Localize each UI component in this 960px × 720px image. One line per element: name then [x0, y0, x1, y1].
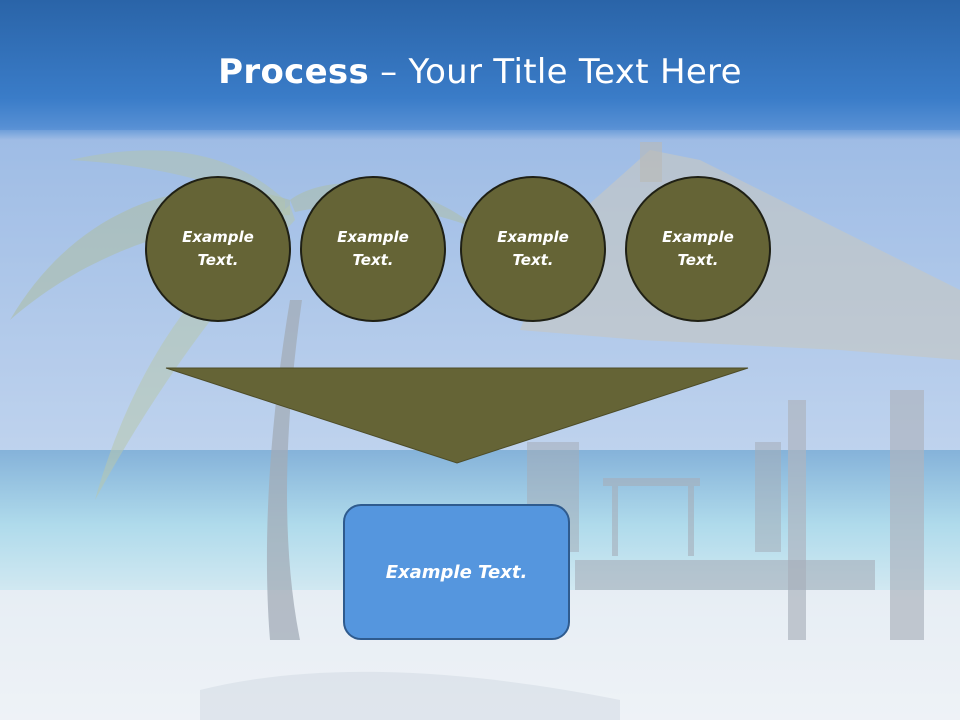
circle-2-text: Example Text.	[337, 228, 409, 269]
title-rest: – Your Title Text Here	[369, 52, 742, 92]
process-circle-4[interactable]: Example Text.	[625, 176, 771, 322]
title-bold: Process	[218, 52, 370, 92]
title-bar	[0, 0, 960, 140]
result-box[interactable]: Example Text.	[343, 504, 570, 640]
circle-1-text: Example Text.	[182, 228, 254, 269]
slide-title[interactable]: Process – Your Title Text Here	[0, 52, 960, 92]
process-circle-2[interactable]: Example Text.	[300, 176, 446, 322]
process-circle-3[interactable]: Example Text.	[460, 176, 606, 322]
circle-4-text: Example Text.	[662, 228, 734, 269]
circle-3-text: Example Text.	[497, 228, 569, 269]
result-box-text: Example Text.	[385, 561, 528, 583]
process-circle-1[interactable]: Example Text.	[145, 176, 291, 322]
